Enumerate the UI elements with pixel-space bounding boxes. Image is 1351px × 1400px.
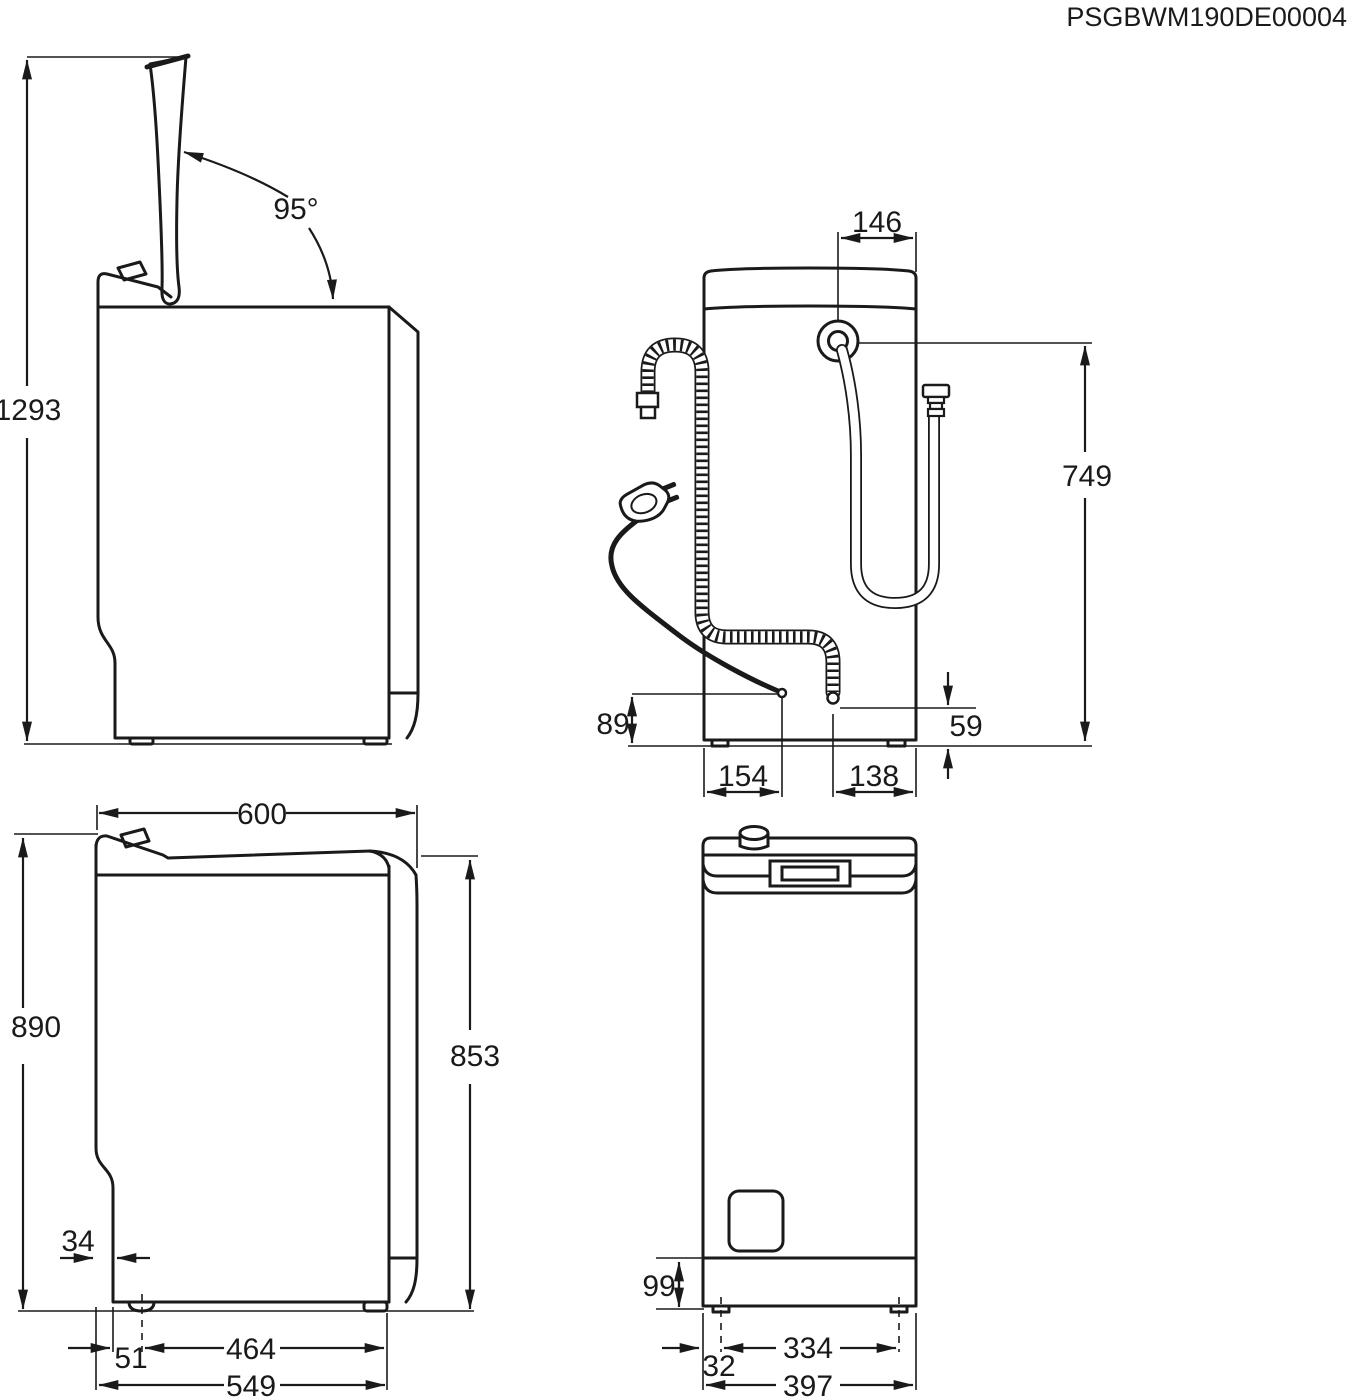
depth-extension-lines [96,805,418,868]
dim-depth-label: 600 [237,798,287,831]
front-foot [127,1300,156,1313]
machine-outline [701,836,918,1308]
side-view-lid-open: 95° 1293 [0,53,420,746]
side-view-closed: 600 890 853 34 51 464 549 [11,798,500,1400]
top-band-line [702,304,918,311]
dim-base-recess-label: 34 [61,1225,94,1258]
drain-hose [635,337,841,705]
hose-connector-ridge [926,407,946,418]
machine-outline [702,266,918,742]
machine-front-and-bottom [94,843,391,1304]
filter-access-door [727,1189,785,1253]
angle-arc-lower [308,227,337,300]
left-foot [711,1304,731,1314]
power-cord [608,481,788,699]
dim-feet-span-label: 549 [226,1370,276,1400]
dim-rear-height-label: 853 [450,1040,500,1073]
dim-width-label: 397 [783,1370,833,1400]
front-view: 99 32 334 397 [642,825,918,1400]
rear-foot [362,736,389,746]
dim-total-height-open-label: 1293 [0,394,61,427]
dim-front-foot-inset-label: 51 [114,1342,147,1375]
dim-lid-angle-label: 95° [273,193,318,226]
drain-hose-exit-tip [826,691,840,705]
rear-view-hoses: 146 749 89 59 154 138 [596,206,1112,797]
dim-drain-offset-label: 138 [849,760,899,793]
angle-arc-upper [183,150,289,198]
machine-front-and-bottom [96,305,391,740]
plug-body [618,481,671,523]
dim-front-feet-spacing-label: 334 [783,1332,833,1365]
knob-top [738,825,770,841]
hose-tap-connector-cap [921,383,951,399]
left-foot [710,738,730,748]
rear-foot [362,1300,389,1313]
lid-inner-corner [368,849,391,1304]
dim-plinth-height-label: 99 [642,1270,675,1303]
panel-button [119,827,151,849]
drain-offset-extension-lines [832,714,917,797]
open-lid [148,55,188,306]
dim-inlet-offset-label: 146 [852,206,902,239]
lid-handle-inner [780,865,840,882]
machine-back-panel [387,873,419,1304]
power-plug-icon [618,481,680,523]
plug-face [630,492,658,515]
dim-cord-offset-label: 154 [718,760,768,793]
dim-cord-height-label: 89 [596,708,629,741]
panel-band-lower [701,878,918,895]
control-panel-and-lid [94,834,418,877]
cord-offset-extension-lines [703,698,783,797]
water-supply-hose [836,344,951,610]
dim-total-height-label: 890 [11,1011,61,1044]
dim-inlet-height-label: 749 [1062,460,1112,493]
drawing-part-number: PSGBWM190DE00004 [1066,2,1347,32]
front-foot [128,736,155,746]
drain-hose-connector-tip [639,405,657,420]
dim-foot-inset-label: 32 [702,1350,735,1383]
feet-centerlines [720,1297,900,1352]
control-panel [96,272,173,309]
drain-hose-connector [635,391,660,409]
cord-exit-tip [776,687,788,699]
lid-tip-edge [144,53,191,70]
dim-feet-spacing-label: 464 [226,1333,276,1366]
dim-drain-height-label: 59 [949,710,982,743]
machine-back-panel [387,305,420,740]
right-foot [886,738,907,748]
panel-button [116,260,148,282]
right-foot [889,1304,909,1314]
